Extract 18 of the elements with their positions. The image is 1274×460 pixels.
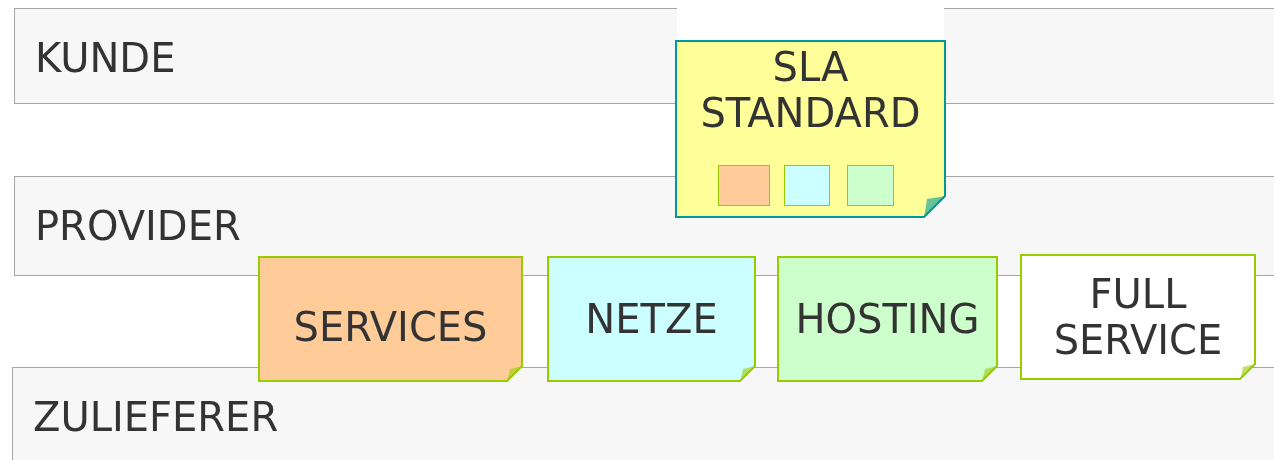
note-label: NETZE (585, 296, 718, 342)
sticky-note (777, 256, 998, 382)
layer-band (944, 8, 1274, 104)
note-label: SERVICES (293, 304, 488, 350)
sticky-note (258, 256, 523, 382)
layer-label: ZULIEFERER (33, 394, 279, 440)
color-square (718, 165, 770, 206)
sticky-note (675, 40, 946, 218)
color-square (847, 165, 894, 206)
sticky-note (1020, 254, 1256, 380)
sticky-note (547, 256, 756, 382)
note-label: SLA STANDARD (699, 44, 922, 136)
layer-label: PROVIDER (35, 203, 241, 249)
layer-label: KUNDE (35, 35, 176, 81)
note-label: FULL SERVICE (1052, 271, 1224, 363)
note-label: HOSTING (795, 296, 980, 342)
layer-band (14, 8, 677, 104)
color-square (784, 165, 830, 206)
